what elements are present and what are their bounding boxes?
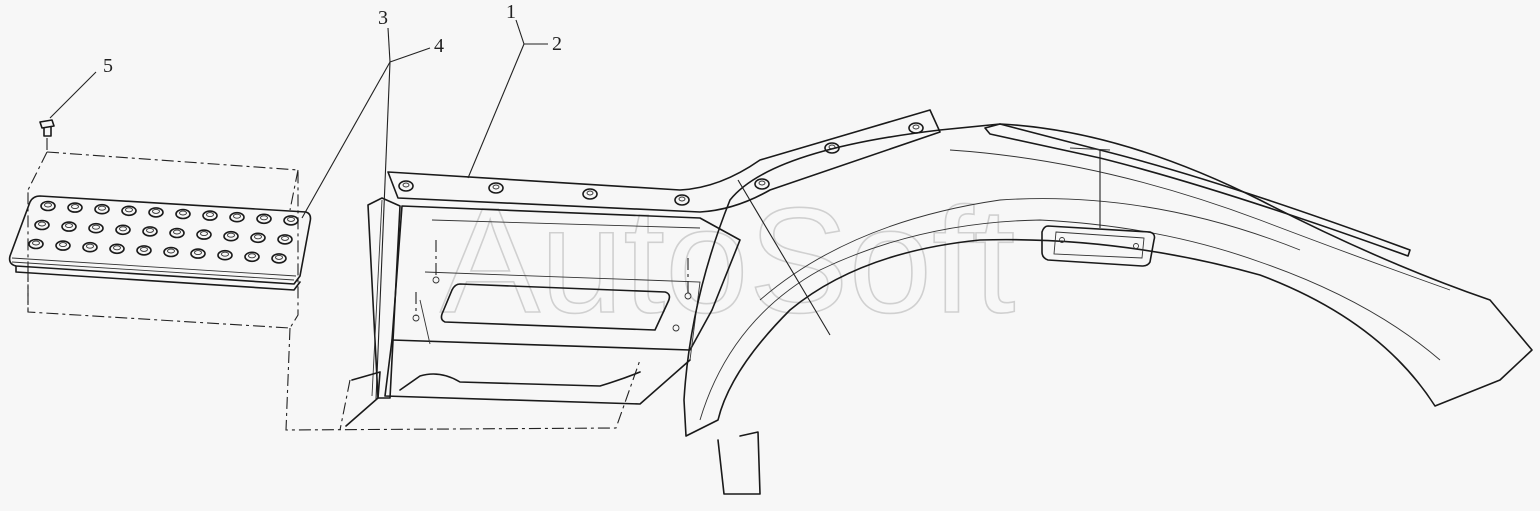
plate-hole-inner [194, 250, 202, 256]
plate-hole-inner [275, 254, 283, 260]
plate-hole [67, 202, 83, 213]
plate-hole-inner [227, 232, 235, 238]
plate-hole-inner [152, 208, 160, 214]
flange-bolt-inner [402, 182, 410, 188]
flange-bolt-inner [492, 184, 500, 190]
plate-hole-inner [254, 234, 262, 240]
plate-hole [244, 251, 260, 263]
plate-hole-inner [38, 221, 46, 227]
plate-hole [148, 207, 164, 218]
plate-hole-inner [206, 212, 214, 218]
plate-hole-inner [233, 213, 241, 219]
plate-hole-inner [59, 242, 67, 248]
callout-4: 4 [434, 35, 444, 57]
plate-hole-inner [248, 253, 256, 259]
plate-hole [34, 219, 50, 231]
plate-hole-inner [179, 210, 187, 216]
flange-bolt [488, 182, 504, 194]
plate-hole-inner [125, 207, 133, 213]
flange-bolt-inner [758, 180, 766, 186]
plate-hole-inner [86, 243, 94, 249]
plate-hole [40, 200, 56, 212]
flange-bolt [398, 180, 414, 192]
plate-hole-inner [65, 223, 73, 229]
flange-bolt [582, 188, 598, 200]
flange-bolt [754, 178, 770, 190]
plate-hole [190, 248, 206, 259]
plate-hole [55, 240, 71, 251]
plate-hole [229, 211, 245, 223]
plate-hole [175, 208, 191, 220]
plate-hole-inner [146, 227, 154, 233]
flange-bolt [908, 122, 924, 134]
plate-hole [28, 238, 44, 250]
plate-hole [88, 222, 104, 234]
plate-hole [256, 213, 272, 225]
plate-hole [94, 203, 110, 215]
plate-hole-inner [167, 248, 175, 254]
plate-hole-inner [98, 205, 106, 211]
plate-hole-inner [287, 216, 295, 222]
plate-hole [271, 253, 287, 264]
plate-hole [136, 245, 152, 256]
callout-3: 3 [378, 7, 388, 29]
callout-leaders [49, 19, 1101, 401]
plate-hole [121, 205, 137, 217]
flange-bolt-inner [678, 196, 686, 202]
plate-hole [202, 210, 218, 221]
watermark-text: AutoSoft [440, 176, 1015, 344]
plate-hole [250, 232, 266, 244]
callout-2: 2 [552, 33, 562, 55]
plate-hole-inner [173, 229, 181, 235]
flange-bolt [674, 194, 690, 206]
plate-hole [142, 226, 158, 237]
callout-5: 5 [103, 55, 113, 77]
plate-hole [169, 227, 185, 239]
plate-hole-inner [200, 231, 208, 237]
flange-bolt-inner [586, 190, 594, 196]
plate-hole [277, 234, 293, 245]
plate-hole-inner [140, 246, 148, 252]
plate-hole [283, 215, 299, 226]
bolt-part-5 [39, 119, 55, 152]
plate-hole [196, 229, 212, 240]
callout-1: 1 [506, 1, 516, 23]
plate-holes [28, 200, 299, 264]
plate-hole-inner [221, 251, 229, 257]
plate-hole [109, 243, 125, 255]
plate-hole-inner [113, 245, 121, 251]
plate-hole-inner [92, 224, 100, 230]
plate-hole [115, 224, 131, 236]
plate-hole [223, 230, 239, 242]
plate-hole-inner [44, 202, 52, 208]
step-plate-part-3 [8, 151, 312, 329]
plate-hole-inner [119, 226, 127, 232]
plate-hole-inner [32, 240, 40, 246]
plate-hole-inner [260, 215, 268, 221]
plate-hole-inner [281, 235, 289, 241]
plate-hole [61, 221, 77, 232]
flange-bolt [824, 142, 840, 154]
plate-hole-inner [71, 204, 79, 210]
fender-part-2 [683, 123, 1533, 495]
flange-bolt-inner [912, 124, 920, 130]
plate-hole [163, 246, 179, 258]
plate-hole [217, 249, 233, 261]
plate-hole [82, 241, 98, 253]
step-bracket-part-1 [345, 109, 941, 427]
